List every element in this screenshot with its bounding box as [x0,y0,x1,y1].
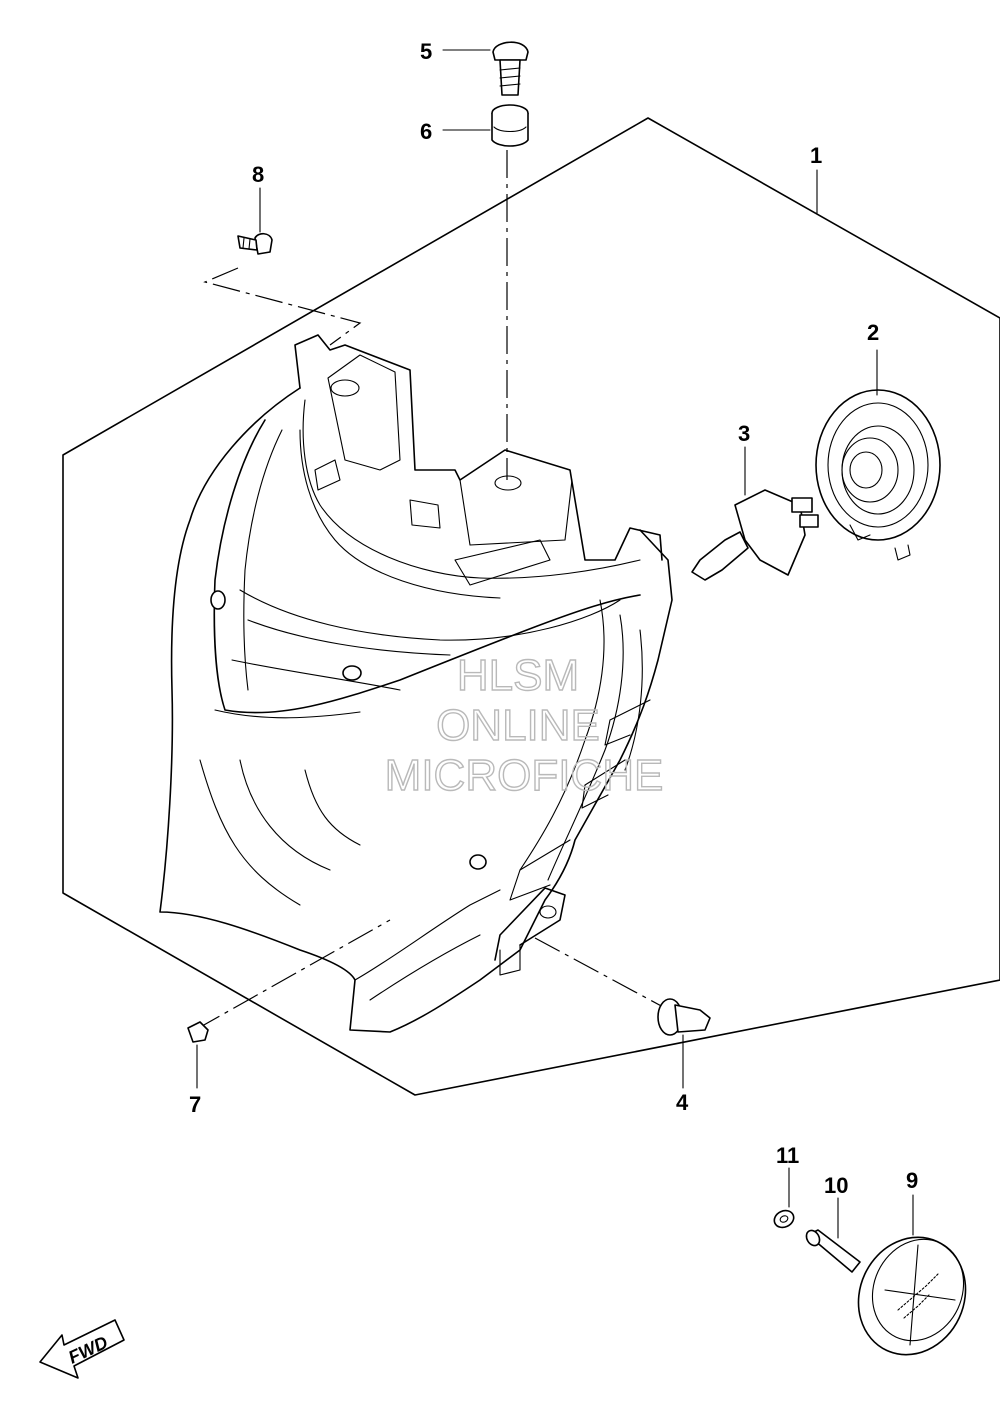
callout-4: 4 [676,1090,689,1115]
forward-arrow-icon: FWD [39,1319,125,1379]
assembly-lines [194,150,666,1031]
part-2-socket-cover [815,349,941,561]
callout-5: 5 [420,39,432,64]
callout-10: 10 [824,1173,848,1198]
callout-6: 6 [420,119,432,144]
part-4-clip [657,998,711,1089]
part-10-pin [805,1197,861,1273]
assembly-group-outline [62,117,1000,1096]
callout-3: 3 [738,421,750,446]
callout-2: 2 [867,320,879,345]
watermark: HLSM ONLINE MICROFICHE [384,650,664,800]
part-9-cap [857,1194,967,1356]
callout-11: 11 [776,1143,799,1168]
part-6-grommet [442,104,529,147]
part-5-screw [442,41,529,96]
part-11-washer [773,1167,795,1229]
part-3-bulb [691,446,819,581]
callout-9: 9 [906,1168,918,1193]
headlamp-housing [159,334,673,1033]
watermark-line-3: MICROFICHE [385,751,664,800]
part-8-screw [237,187,273,255]
watermark-line-2: ONLINE [436,701,600,750]
callout-8: 8 [252,162,264,187]
watermark-line-1: HLSM [457,651,579,700]
callout-1: 1 [810,143,822,168]
callout-7: 7 [189,1092,201,1117]
part-7-plug [187,1021,209,1089]
